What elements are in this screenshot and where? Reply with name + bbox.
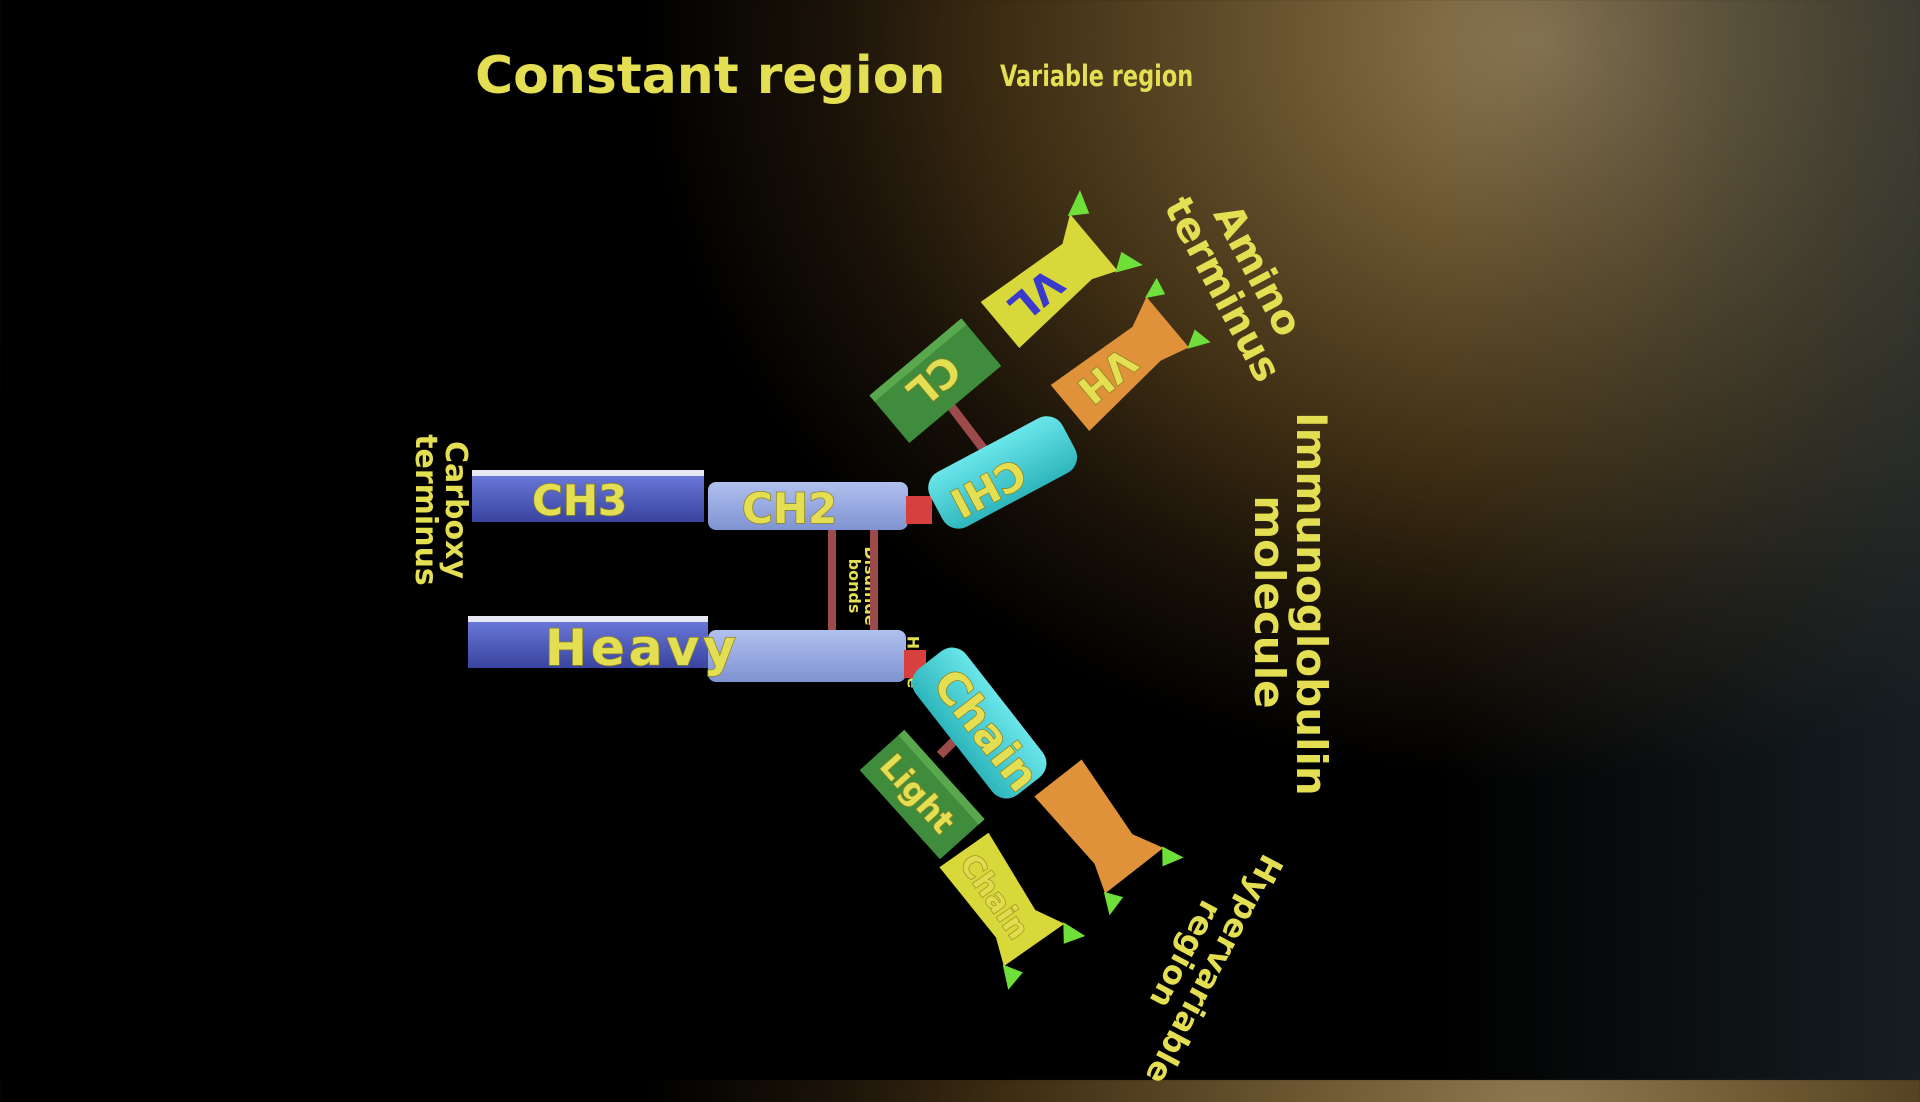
heavy-ch3-lower bbox=[468, 616, 708, 668]
light-chain-constant-lower: Light bbox=[859, 729, 985, 860]
vl-domain: VL bbox=[980, 190, 1143, 348]
vh-domain-lower bbox=[1034, 759, 1184, 916]
ch3-label: CH3 bbox=[532, 476, 627, 525]
heavy-label: Heavy bbox=[545, 619, 740, 677]
variable-region-label: Variable region bbox=[1000, 59, 1194, 93]
disulfide-bond-2 bbox=[870, 530, 878, 635]
ch3-domain-upper bbox=[472, 470, 704, 522]
hinge-upper bbox=[906, 496, 932, 524]
constant-region-label: Constant region bbox=[475, 46, 946, 106]
disulfide-bond-1 bbox=[828, 530, 836, 635]
ch2-domain-upper bbox=[708, 482, 908, 530]
heavy-ch2-lower bbox=[708, 630, 906, 682]
ch2-label: CH2 bbox=[742, 484, 837, 533]
cl-domain: CL bbox=[869, 318, 1002, 443]
ch1-domain: CHI bbox=[928, 416, 1078, 529]
